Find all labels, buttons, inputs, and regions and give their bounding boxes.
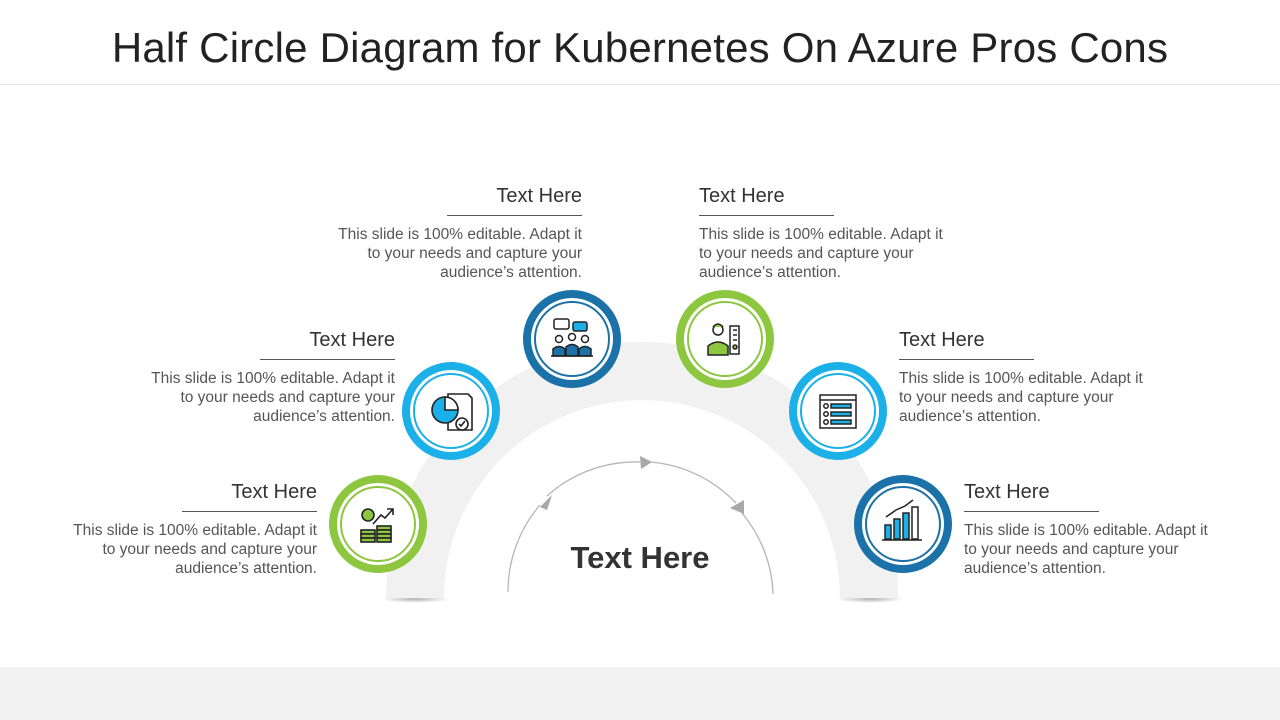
presenter-icon <box>707 323 740 356</box>
item-3-rule <box>447 215 582 216</box>
half-circle-arc <box>386 342 898 598</box>
item-5-heading: Text Here <box>899 329 985 351</box>
item-2-heading: Text Here <box>309 329 395 351</box>
footer-band <box>0 667 1280 720</box>
item-6-body: This slide is 100% editable. Adapt it to… <box>964 522 1208 577</box>
item-3-heading: Text Here <box>496 185 582 207</box>
arc-arrowhead-top <box>640 456 652 469</box>
item-1-heading: Text Here <box>231 481 317 503</box>
pie-chart-document-icon <box>431 393 473 431</box>
item-2-body: This slide is 100% editable. Adapt it to… <box>151 370 395 425</box>
item-4-heading: Text Here <box>699 185 785 207</box>
item-6-heading: Text Here <box>964 481 1050 503</box>
item-5-badge <box>789 362 887 460</box>
team-meeting-icon <box>551 318 593 357</box>
item-5-body: This slide is 100% editable. Adapt it to… <box>899 370 1143 425</box>
item-1-rule <box>182 511 317 512</box>
arc-arrowhead-right <box>730 500 744 514</box>
item-1-text: Text Here This slide is 100% editable. A… <box>67 480 317 578</box>
page-title: Half Circle Diagram for Kubernetes On Az… <box>111 24 1169 71</box>
title-divider <box>0 84 1280 85</box>
item-2-rule <box>260 359 395 360</box>
item-5-rule <box>899 359 1034 360</box>
inner-arc-top-right <box>649 461 737 504</box>
item-3-body: This slide is 100% editable. Adapt it to… <box>338 226 582 281</box>
item-2-text: Text Here This slide is 100% editable. A… <box>145 328 395 426</box>
center-label: Text Here <box>570 540 710 575</box>
item-4-body: This slide is 100% editable. Adapt it to… <box>699 226 943 281</box>
inner-arc-left <box>507 504 541 593</box>
inner-arc-right <box>741 512 774 595</box>
bar-chart-icon <box>882 499 922 541</box>
user-list-icon <box>819 394 857 429</box>
money-growth-icon <box>360 508 394 543</box>
item-2-badge <box>402 362 500 460</box>
inner-arc-top-left <box>546 461 641 497</box>
arc-arrowhead-left <box>540 495 552 510</box>
item-1-badge <box>329 475 427 573</box>
item-4-text: Text Here This slide is 100% editable. A… <box>699 184 949 282</box>
item-4-rule <box>699 215 834 216</box>
item-3-badge <box>523 290 621 388</box>
item-1-body: This slide is 100% editable. Adapt it to… <box>73 522 317 577</box>
item-6-badge <box>854 475 952 573</box>
item-5-text: Text Here This slide is 100% editable. A… <box>899 328 1149 426</box>
item-6-rule <box>964 511 1099 512</box>
item-6-text: Text Here This slide is 100% editable. A… <box>964 480 1214 578</box>
item-4-badge <box>676 290 774 388</box>
item-3-text: Text Here This slide is 100% editable. A… <box>332 184 582 282</box>
